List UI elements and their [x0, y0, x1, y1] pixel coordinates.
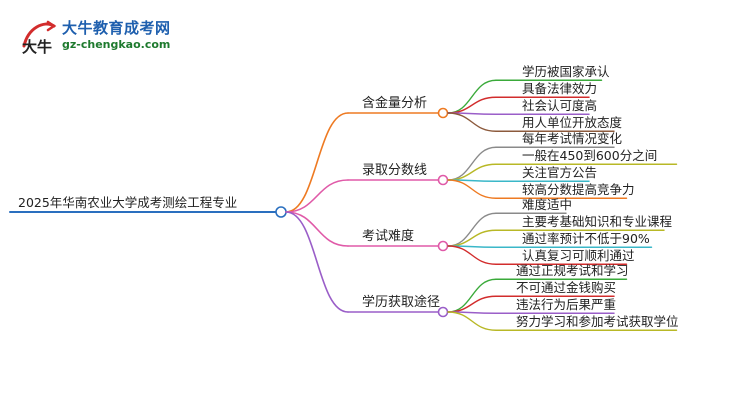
leaf-node[interactable]: 较高分数提高竞争力	[522, 182, 635, 198]
branch-node[interactable]: 学历获取途径	[362, 295, 441, 310]
leaf-connector	[447, 146, 497, 181]
leaf-connector	[447, 79, 497, 114]
leaf-node[interactable]: 关注官方公告	[522, 165, 598, 181]
leaf-node[interactable]: 通过正规考试和学习	[516, 263, 629, 279]
leaf-connector	[447, 163, 497, 181]
branch-connector	[285, 211, 349, 247]
logo-title: 大牛教育成考网	[62, 19, 171, 37]
branch-connector	[285, 211, 349, 313]
leaf-node[interactable]: 主要考基础知识和专业课程	[522, 214, 673, 230]
site-logo[interactable]: 大牛 大牛教育成考网 gz-chengkao.com	[18, 14, 208, 62]
branch-connector	[285, 112, 349, 213]
leaf-connector	[447, 212, 497, 247]
branch-collapse-toggle[interactable]	[437, 240, 449, 252]
leaf-connector	[447, 311, 497, 331]
logo-mark-icon: 大牛	[22, 20, 57, 56]
leaf-connector	[447, 179, 497, 199]
leaf-node[interactable]: 用人单位开放态度	[522, 115, 623, 131]
leaf-connector	[447, 278, 497, 313]
root-node[interactable]: 2025年华南农业大学成考测绘工程专业	[18, 195, 238, 210]
leaf-node[interactable]: 认真复习可顺利通过	[522, 248, 635, 264]
leaf-node[interactable]: 不可通过金钱购买	[516, 280, 617, 296]
leaf-connector	[447, 295, 497, 313]
leaf-node[interactable]: 学历被国家承认	[522, 64, 610, 80]
leaf-connector	[447, 112, 497, 132]
branch-node[interactable]: 含金量分析	[362, 96, 428, 111]
leaf-node[interactable]: 努力学习和参加考试获取学位	[516, 314, 679, 330]
leaf-node[interactable]: 每年考试情况变化	[522, 131, 623, 147]
leaf-node[interactable]: 难度适中	[522, 197, 573, 213]
leaf-connector	[447, 245, 497, 265]
branch-node[interactable]: 录取分数线	[362, 163, 428, 178]
branch-collapse-toggle[interactable]	[437, 107, 449, 119]
leaf-connector	[447, 229, 497, 247]
leaf-node[interactable]: 社会认可度高	[522, 98, 598, 114]
logo-url: gz-chengkao.com	[62, 38, 171, 51]
logo-mark-text: 大牛	[22, 38, 52, 56]
leaf-node[interactable]: 违法行为后果严重	[516, 297, 617, 313]
leaf-node[interactable]: 一般在450到600分之间	[522, 148, 658, 164]
branch-node[interactable]: 考试难度	[362, 229, 415, 244]
root-collapse-toggle[interactable]	[275, 206, 287, 218]
leaf-connector	[447, 96, 497, 114]
branch-collapse-toggle[interactable]	[437, 174, 449, 186]
leaf-node[interactable]: 通过率预计不低于90%	[522, 231, 650, 247]
leaf-node[interactable]: 具备法律效力	[522, 81, 598, 97]
branch-connector	[285, 179, 349, 213]
